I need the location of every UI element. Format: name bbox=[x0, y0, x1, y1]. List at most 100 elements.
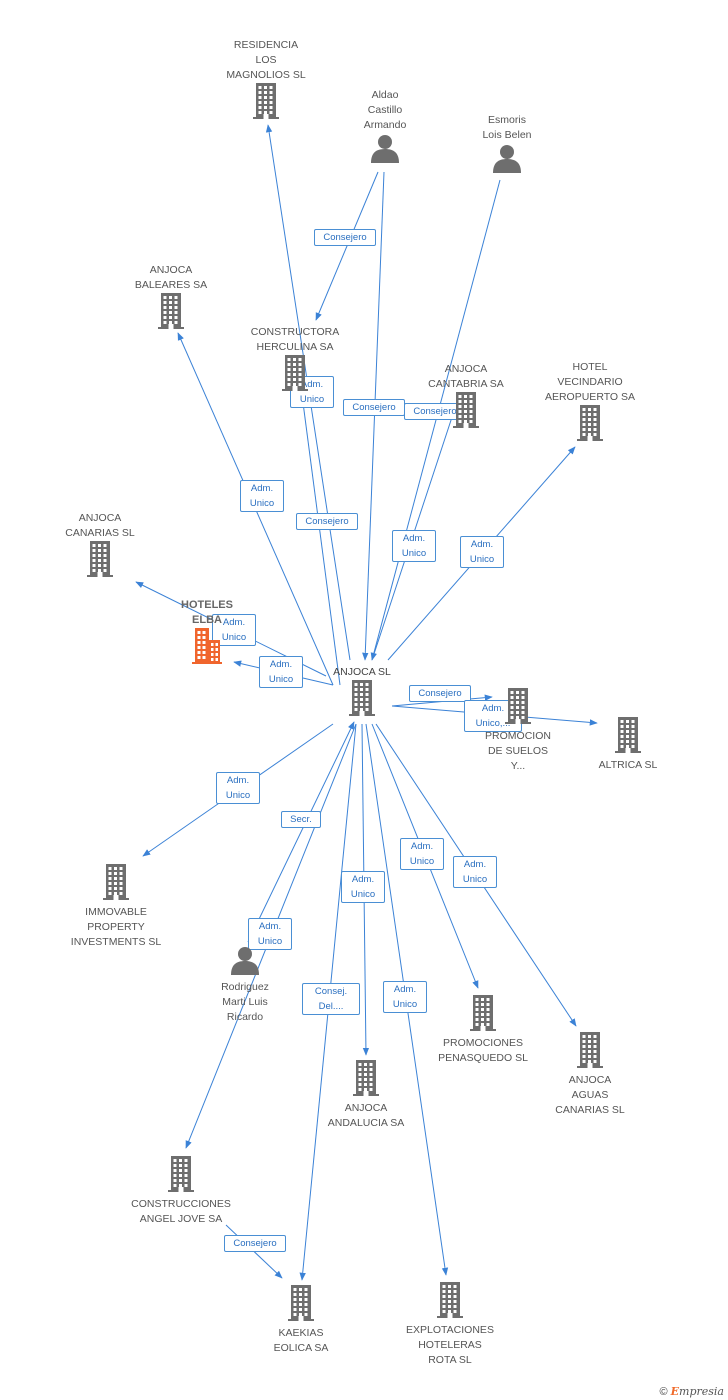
node-label: ANJOCA BALEARES SA bbox=[134, 264, 208, 291]
building-icon bbox=[453, 392, 479, 428]
building-icon bbox=[505, 688, 531, 724]
brand-name: mpresia bbox=[679, 1385, 724, 1398]
copyright-symbol: © bbox=[659, 1386, 668, 1398]
node-angeljove[interactable]: CONSTRUCCIONES ANGEL JOVE SA bbox=[121, 1156, 241, 1227]
building-icon-wrap bbox=[611, 717, 645, 758]
node-residencia[interactable]: RESIDENCIA LOS MAGNOLIOS SL bbox=[206, 38, 326, 124]
edge-label-anjoca-to-immovable[interactable]: Adm. Unico bbox=[216, 772, 260, 804]
building-icon-wrap bbox=[573, 1032, 607, 1073]
building-icon bbox=[253, 83, 279, 119]
node-hoteles[interactable]: HOTELES ELBA bbox=[147, 598, 267, 669]
person-icon bbox=[371, 135, 399, 163]
node-herculina[interactable]: CONSTRUCTORA HERCULINA SA bbox=[235, 325, 355, 396]
node-aguas[interactable]: ANJOCA AGUAS CANARIAS SL bbox=[530, 1032, 650, 1118]
building-icon-wrap bbox=[164, 1156, 198, 1197]
node-label: ALTRICA SL bbox=[598, 759, 658, 771]
building-icon-wrap bbox=[284, 1285, 318, 1326]
building-icon bbox=[87, 541, 113, 577]
edge-label-anjoca-to-penasquedo[interactable]: Adm. Unico bbox=[400, 838, 444, 870]
building-icon-wrap bbox=[278, 355, 312, 396]
edge-label-rodriguez-to-anjoca[interactable]: Secr. bbox=[281, 810, 321, 828]
edge-label-anjoca-to-promocion[interactable]: Consejero bbox=[409, 684, 471, 702]
node-label: PROMOCIONES PENASQUEDO SL bbox=[438, 1037, 528, 1064]
building-icon-wrap bbox=[345, 680, 379, 721]
edge-angeljove-to-kaekias bbox=[225, 1224, 283, 1279]
building-icon-wrap bbox=[501, 688, 535, 729]
building-icon bbox=[168, 1156, 194, 1192]
node-label: CONSTRUCCIONES ANGEL JOVE SA bbox=[131, 1198, 231, 1225]
person-icon bbox=[231, 947, 259, 975]
building-icon bbox=[103, 864, 129, 900]
edge-label-anjoca-to-explotaciones[interactable]: Adm. Unico bbox=[383, 981, 427, 1013]
building-icon-wrap bbox=[154, 293, 188, 334]
node-label: Aldao Castillo Armando bbox=[363, 89, 407, 131]
edge-label-angeljove-to-kaekias[interactable]: Consejero bbox=[224, 1234, 286, 1252]
building-icon-wrap bbox=[190, 628, 224, 669]
edge-anjoca-to-herculina bbox=[299, 394, 341, 686]
edge-label-anjoca-to-herculina[interactable]: Consejero bbox=[296, 512, 358, 530]
node-label: ANJOCA SL bbox=[333, 666, 391, 678]
edge-anjoca-to-promocion bbox=[391, 694, 493, 707]
edge-esmoris-to-anjoca bbox=[370, 179, 501, 661]
edge-label-anjoca-to-andalucia[interactable]: Adm. Unico bbox=[341, 871, 385, 903]
edge-label-anjoca-to-hoteles[interactable]: Adm. Unico bbox=[259, 656, 303, 688]
edge-label-anjoca-to-angeljove[interactable]: Adm. Unico bbox=[248, 918, 292, 950]
node-label: HOTEL VECINDARIO AEROPUERTO SA bbox=[544, 361, 636, 403]
node-label: ANJOCA ANDALUCIA SA bbox=[327, 1102, 405, 1129]
node-esmoris[interactable]: Esmoris Lois Belen bbox=[447, 113, 567, 178]
node-promocion[interactable]: PROMOCION DE SUELOS Y... bbox=[458, 688, 578, 774]
node-label: Esmoris Lois Belen bbox=[482, 114, 532, 141]
building-icon-wrap bbox=[466, 995, 500, 1036]
edge-label-anjoca-to-cantabria[interactable]: Adm. Unico bbox=[392, 530, 436, 562]
node-rodriguez[interactable]: Rodriguez Marti Luis Ricardo bbox=[185, 945, 305, 1025]
node-label: PROMOCION DE SUELOS Y... bbox=[485, 730, 551, 772]
empresia-watermark: © Empresia bbox=[659, 1385, 724, 1398]
building-icon-wrap bbox=[83, 541, 117, 582]
brand-initial: E bbox=[670, 1385, 680, 1398]
building-icon-wrap bbox=[573, 405, 607, 446]
building-icon bbox=[577, 1032, 603, 1068]
node-aldao[interactable]: Aldao Castillo Armando bbox=[325, 88, 445, 168]
node-anjoca[interactable]: ANJOCA SL bbox=[302, 665, 422, 721]
edge-label-aldao-to-anjoca[interactable]: Consejero bbox=[343, 398, 405, 416]
edge-label-aldao-to-herculina[interactable]: Consejero bbox=[314, 228, 376, 246]
building-icon-wrap bbox=[349, 1060, 383, 1101]
building-icon-wrap bbox=[249, 83, 283, 124]
building-icon bbox=[615, 717, 641, 753]
edge-label-anjoca-to-vecindario[interactable]: Adm. Unico bbox=[460, 536, 504, 568]
node-canarias[interactable]: ANJOCA CANARIAS SL bbox=[40, 511, 160, 582]
edge-label-anjoca-to-aguas[interactable]: Adm. Unico bbox=[453, 856, 497, 888]
edge-label-anjoca-to-kaekias[interactable]: Consej. Del.... bbox=[302, 983, 360, 1015]
node-baleares[interactable]: ANJOCA BALEARES SA bbox=[111, 263, 231, 334]
node-label: ANJOCA AGUAS CANARIAS SL bbox=[555, 1074, 625, 1116]
node-cantabria[interactable]: ANJOCA CANTABRIA SA bbox=[406, 362, 526, 433]
node-vecindario[interactable]: HOTEL VECINDARIO AEROPUERTO SA bbox=[530, 360, 650, 446]
node-label: CONSTRUCTORA HERCULINA SA bbox=[250, 326, 340, 353]
person-icon-wrap bbox=[492, 143, 522, 178]
node-kaekias[interactable]: KAEKIAS EOLICA SA bbox=[241, 1285, 361, 1356]
node-label: ANJOCA CANTABRIA SA bbox=[428, 363, 504, 390]
node-label: KAEKIAS EOLICA SA bbox=[273, 1327, 329, 1354]
building-icon bbox=[577, 405, 603, 441]
node-label: ANJOCA CANARIAS SL bbox=[65, 512, 135, 539]
building-icon-wrap bbox=[449, 392, 483, 433]
edge-rodriguez-to-anjoca bbox=[247, 721, 355, 943]
building-icon bbox=[158, 293, 184, 329]
building-icon bbox=[353, 1060, 379, 1096]
node-penasquedo[interactable]: PROMOCIONES PENASQUEDO SL bbox=[423, 995, 543, 1066]
node-explotaciones[interactable]: EXPLOTACIONES HOTELERAS ROTA SL bbox=[390, 1282, 510, 1368]
person-icon bbox=[493, 145, 521, 173]
building-icon-wrap bbox=[99, 864, 133, 905]
edge-label-anjoca-to-canarias[interactable]: Adm. Unico bbox=[212, 614, 256, 646]
node-altrica[interactable]: ALTRICA SL bbox=[568, 717, 688, 773]
node-andalucia[interactable]: ANJOCA ANDALUCIA SA bbox=[306, 1060, 426, 1131]
node-label: IMMOVABLE PROPERTY INVESTMENTS SL bbox=[70, 906, 162, 948]
building-icon bbox=[192, 628, 222, 664]
person-icon-wrap bbox=[370, 133, 400, 168]
node-immovable[interactable]: IMMOVABLE PROPERTY INVESTMENTS SL bbox=[56, 864, 176, 950]
node-label: EXPLOTACIONES HOTELERAS ROTA SL bbox=[406, 1324, 494, 1366]
edge-label-anjoca-to-baleares[interactable]: Adm. Unico bbox=[240, 480, 284, 512]
building-icon bbox=[349, 680, 375, 716]
edge-aldao-to-anjoca bbox=[362, 171, 385, 661]
person-icon-wrap bbox=[230, 945, 260, 980]
